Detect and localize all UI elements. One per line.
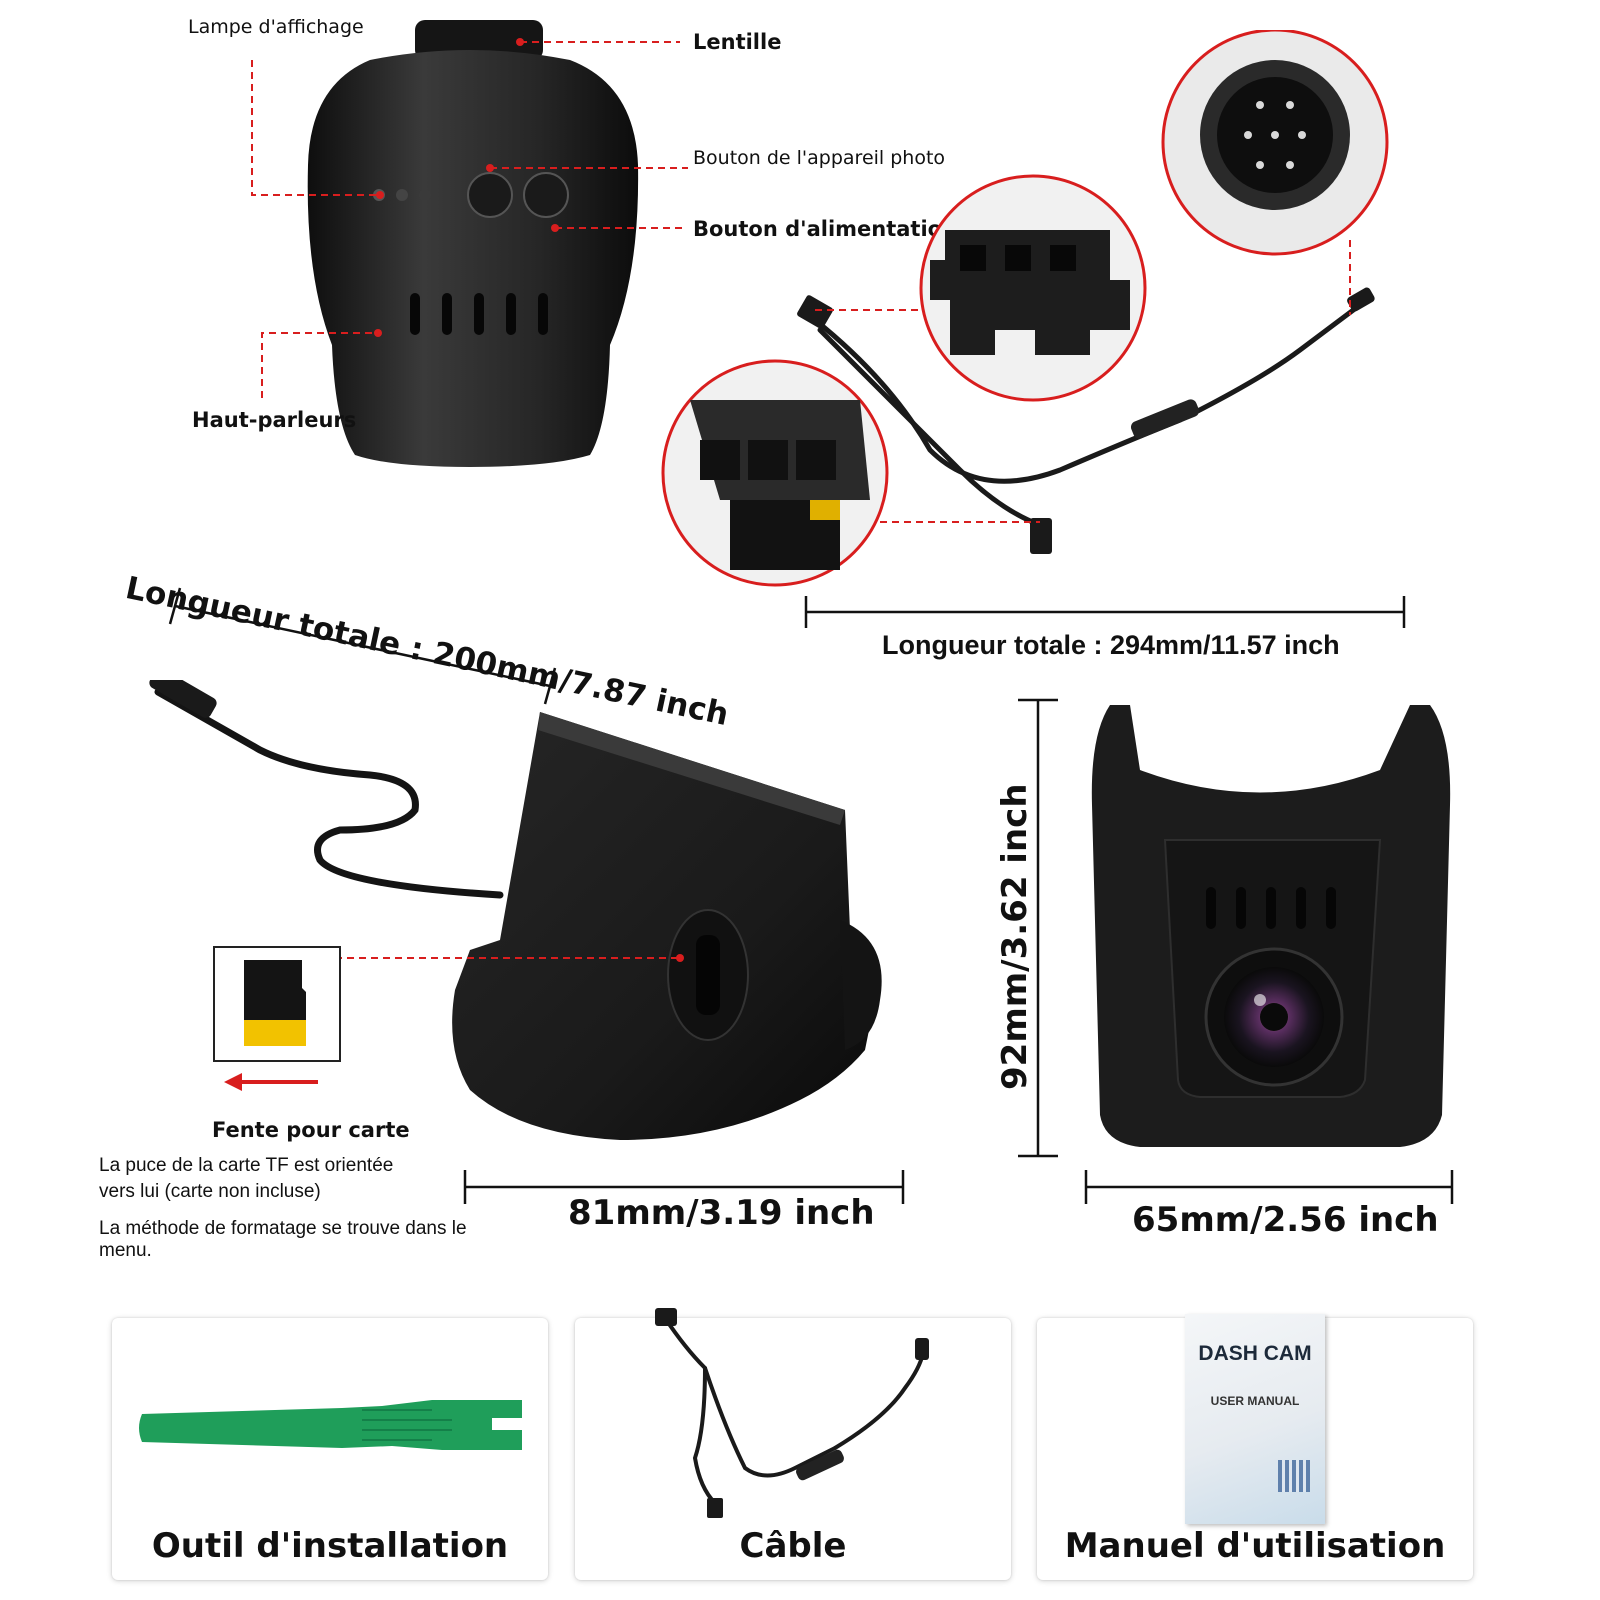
pry-tool-icon — [139, 1400, 522, 1450]
camera-front-illustration — [307, 20, 639, 467]
qr-code-icon — [1278, 1460, 1310, 1492]
accessory-label-cable: Câble — [739, 1526, 847, 1566]
card-slot-note-orientation: La puce de la carte TF est orientée vers… — [99, 1155, 394, 1202]
dimension-depth: 81mm/3.19 inch — [568, 1193, 875, 1233]
label-power-button: Bouton d'alimentation — [693, 217, 958, 241]
accessory-card-tool: Outil d'installation — [112, 1318, 548, 1580]
label-speakers: Haut-parleurs — [192, 408, 357, 432]
accessory-card-manual: DASH CAM USER MANUAL Manuel d'utilisatio… — [1037, 1314, 1473, 1580]
label-lens: Lentille — [693, 30, 782, 54]
card-slot-title: Fente pour carte — [212, 1118, 410, 1142]
dimension-rulers — [168, 587, 1454, 1204]
manual-cover: DASH CAM USER MANUAL — [1185, 1314, 1325, 1524]
label-camera-button: Bouton de l'appareil photo — [693, 147, 946, 169]
manual-cover-title: DASH CAM — [1198, 1342, 1312, 1365]
callout-lines — [251, 38, 688, 398]
dimension-height: 92mm/3.62 inch — [995, 783, 1035, 1090]
accessory-card-cable: Câble — [575, 1308, 1011, 1580]
arrow-left-icon — [224, 1073, 318, 1091]
sd-card-box — [213, 946, 341, 1062]
cable-connector-illustration — [661, 30, 1389, 587]
camera-side-illustration — [149, 680, 882, 1140]
dimension-cable-length: Longueur totale : 294mm/11.57 inch — [882, 630, 1340, 660]
accessory-label-manual: Manuel d'utilisation — [1064, 1526, 1446, 1566]
sd-card-icon — [244, 960, 306, 1046]
label-display-lamp: Lampe d'affichage — [188, 16, 364, 38]
accessory-label-tool: Outil d'installation — [151, 1526, 509, 1566]
cable-icon — [655, 1308, 929, 1518]
card-slot-note-format: La méthode de formatage se trouve dans l… — [99, 1218, 467, 1261]
camera-rear-illustration — [1091, 705, 1451, 1147]
dimension-width: 65mm/2.56 inch — [1132, 1200, 1439, 1240]
manual-cover-subtitle: USER MANUAL — [1210, 1394, 1300, 1408]
